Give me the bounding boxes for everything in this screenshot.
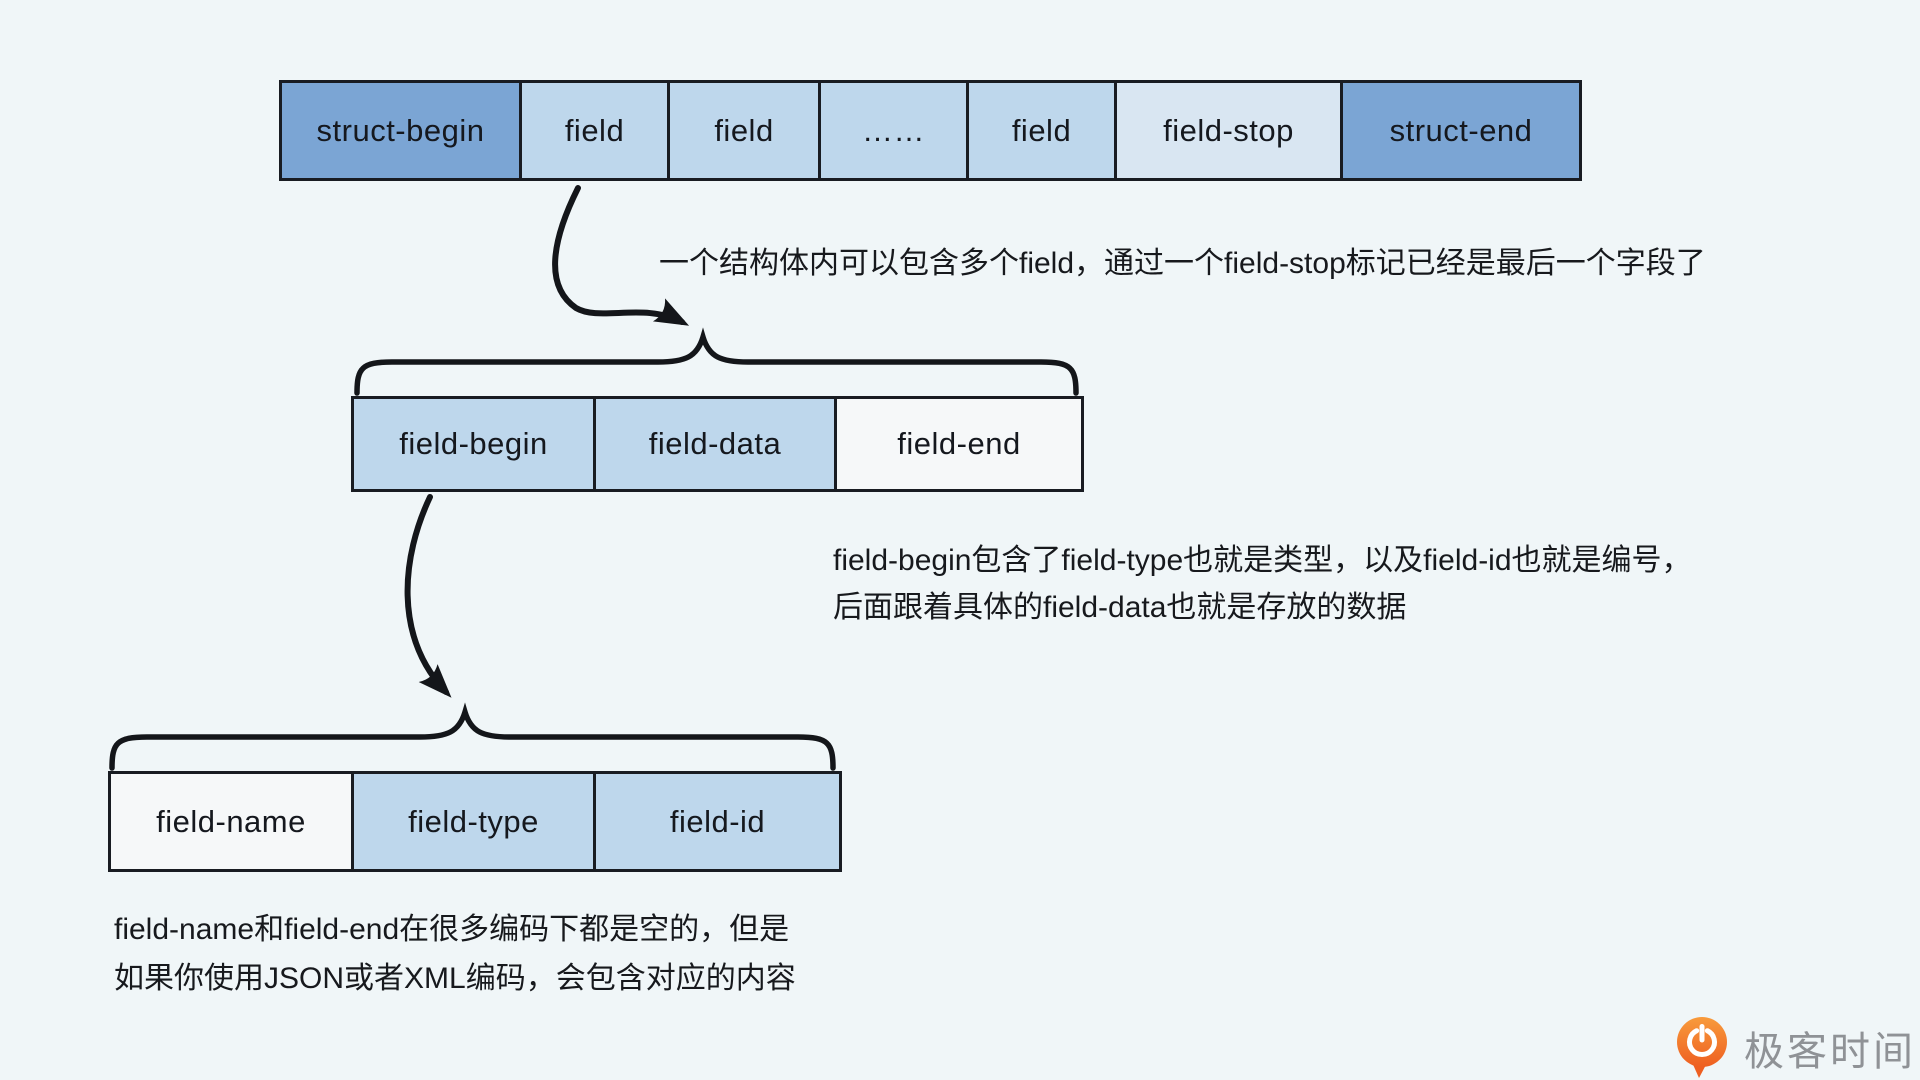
- field-note-line1: field-begin包含了field-type也就是类型，以及field-id…: [833, 544, 1692, 577]
- cell-field-3: field: [969, 83, 1117, 178]
- struct-note-text: 一个结构体内可以包含多个field，通过一个field-stop标记已经是最后一…: [659, 247, 1706, 280]
- geektime-pin-icon: [1677, 1017, 1727, 1078]
- bottom-note-line1: field-name和field-end在很多编码下都是空的，但是: [114, 913, 790, 946]
- field-note-text: field-begin包含了field-type也就是类型，以及field-id…: [833, 537, 1692, 631]
- geektime-logo-text: 极客时间: [1744, 1030, 1916, 1074]
- bottom-note-line2: 如果你使用JSON或者XML编码，会包含对应的内容: [114, 962, 796, 995]
- field-row: field-begin field-data field-end: [351, 396, 1084, 492]
- brace-field-row: [354, 327, 1079, 396]
- field-begin-row: field-name field-type field-id: [108, 771, 842, 872]
- struct-row: struct-begin field field …… field field-…: [279, 80, 1582, 181]
- cell-field-data: field-data: [596, 399, 837, 489]
- cell-field-begin: field-begin: [354, 399, 596, 489]
- cell-field-name: field-name: [111, 774, 354, 869]
- geektime-logo: 极客时间: [1674, 1016, 1916, 1080]
- cell-field-1: field: [522, 83, 670, 178]
- cell-field-id: field-id: [596, 774, 839, 869]
- cell-ellipsis: ……: [821, 83, 969, 178]
- brace-field-begin-row: [109, 702, 836, 771]
- cell-struct-begin: struct-begin: [282, 83, 522, 178]
- cell-field-type: field-type: [354, 774, 596, 869]
- cell-field-stop: field-stop: [1117, 83, 1343, 178]
- bottom-note-text: field-name和field-end在很多编码下都是空的，但是 如果你使用J…: [114, 905, 796, 1003]
- cell-field-2: field: [670, 83, 821, 178]
- arrow-field-begin-to-detail: [404, 494, 452, 698]
- cell-field-end: field-end: [837, 399, 1081, 489]
- cell-struct-end: struct-end: [1343, 83, 1579, 178]
- field-note-line2: 后面跟着具体的field-data也就是存放的数据: [833, 591, 1407, 624]
